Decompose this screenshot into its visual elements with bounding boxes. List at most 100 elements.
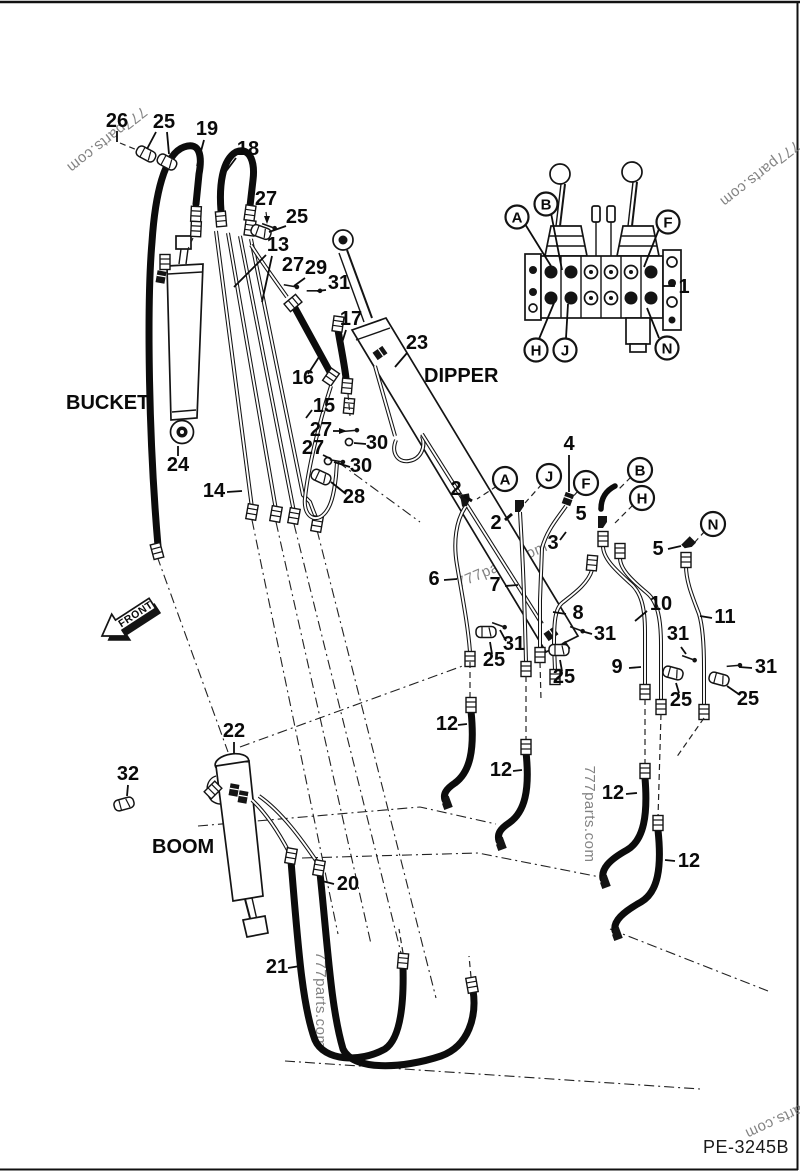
callout-31: 31 — [503, 633, 525, 655]
line-port-B: B — [626, 456, 654, 484]
svg-text:H: H — [531, 343, 542, 360]
clamp-25 — [548, 643, 570, 657]
watermark-bottom-vertical: 777parts.com — [312, 952, 329, 1049]
line-port-N: N — [699, 510, 727, 538]
valve-port-B: B — [533, 191, 559, 217]
callout-12: 12 — [602, 782, 624, 804]
callout-32: 32 — [117, 763, 139, 785]
svg-text:F: F — [581, 476, 590, 493]
callout-3: 3 — [547, 532, 558, 554]
callout-12: 12 — [678, 850, 700, 872]
callout-5: 5 — [575, 503, 586, 525]
hose-20 — [316, 869, 478, 1070]
callout-22: 22 — [223, 720, 245, 742]
svg-text:B: B — [541, 197, 552, 214]
watermarks: 777parts.com 777parts.com 777parts.com 7… — [63, 103, 800, 1142]
callout-30: 30 — [350, 455, 372, 477]
callout-27: 27 — [302, 437, 324, 459]
callout-23: 23 — [406, 332, 428, 354]
joystick-ball-right — [621, 161, 643, 183]
callout-1: 1 — [678, 276, 689, 298]
callout-4: 4 — [563, 433, 575, 455]
callout-31: 31 — [594, 623, 616, 645]
svg-text:A: A — [512, 210, 523, 227]
svg-text:B: B — [635, 463, 646, 480]
line-port-H: H — [628, 484, 656, 512]
hose-12 — [599, 774, 650, 883]
callout-30: 30 — [366, 432, 388, 454]
hose-12 — [494, 748, 531, 845]
hose-5 — [598, 483, 618, 512]
line-port-J: J — [535, 462, 563, 490]
svg-text:A: A — [500, 472, 511, 489]
callout-8: 8 — [572, 602, 583, 624]
watermark-top-right: 777parts.com — [716, 137, 800, 210]
callout-15: 15 — [313, 395, 335, 417]
svg-text:N: N — [662, 341, 673, 358]
callout-25: 25 — [737, 688, 759, 710]
control-valve-assembly: A B F H J N — [504, 161, 682, 363]
line-port-A: A — [491, 465, 519, 493]
callout-2: 2 — [490, 512, 501, 534]
callout-20: 20 — [337, 873, 359, 895]
callout-2: 2 — [450, 478, 461, 500]
svg-text:J: J — [545, 469, 553, 486]
callout-7: 7 — [489, 574, 500, 596]
callout-25: 25 — [483, 649, 505, 671]
svg-text:N: N — [708, 517, 719, 534]
callout-29: 29 — [305, 257, 327, 279]
clamp-25 — [707, 670, 731, 688]
dipper-label: DIPPER — [424, 365, 499, 387]
hose-16 — [291, 304, 334, 376]
callout-14: 14 — [203, 480, 226, 502]
bucket-hose-group — [133, 142, 324, 561]
bucket-label: BUCKET — [66, 392, 149, 414]
svg-text:H: H — [637, 491, 648, 508]
hose-12 — [440, 707, 476, 804]
valve-port-J: J — [552, 337, 578, 363]
joystick-boot-left — [543, 225, 589, 257]
callout-9: 9 — [611, 656, 622, 678]
valve-end-plate-right — [662, 249, 682, 331]
callout-18: 18 — [237, 138, 259, 160]
hose-12-group — [440, 696, 664, 942]
clamp-28 — [308, 467, 334, 487]
callout-25: 25 — [286, 206, 308, 228]
callout-24: 24 — [167, 454, 190, 476]
reference-lines — [156, 461, 769, 1090]
callout-13: 13 — [267, 234, 289, 256]
valve-plunger — [591, 205, 601, 223]
callout-25: 25 — [670, 689, 692, 711]
clip-32 — [112, 795, 136, 813]
hose-18 — [216, 147, 257, 215]
valve-port-N: N — [654, 335, 680, 361]
clamp-25 — [475, 625, 497, 639]
callout-31: 31 — [667, 623, 689, 645]
valve-port-F: F — [655, 209, 681, 235]
front-arrow: FRONT — [94, 591, 165, 652]
callout-27: 27 — [255, 188, 277, 210]
valve-plunger — [606, 205, 616, 223]
callout-31: 31 — [755, 656, 777, 678]
watermark-right-vertical: 777parts.com — [581, 766, 598, 863]
watermark-bottom-right: 777parts.com — [742, 1086, 800, 1142]
valve-port-A: A — [504, 204, 530, 230]
dipper-hardware — [119, 142, 361, 487]
drawing-code: PE-3245B — [703, 1137, 789, 1157]
callout-12: 12 — [490, 759, 512, 781]
callout-21: 21 — [266, 956, 288, 978]
callout-16: 16 — [292, 367, 314, 389]
callout-leaders — [116, 131, 753, 969]
callout-31: 31 — [328, 272, 350, 294]
callout-27: 27 — [282, 254, 304, 276]
boom-hose-group — [112, 795, 479, 1070]
boom-label: BOOM — [152, 836, 214, 858]
dipper-hose-group — [249, 243, 356, 521]
callout-11: 11 — [714, 606, 735, 628]
callout-27: 27 — [310, 419, 332, 441]
boom-cylinder — [203, 752, 319, 938]
callout-6: 6 — [428, 568, 439, 590]
